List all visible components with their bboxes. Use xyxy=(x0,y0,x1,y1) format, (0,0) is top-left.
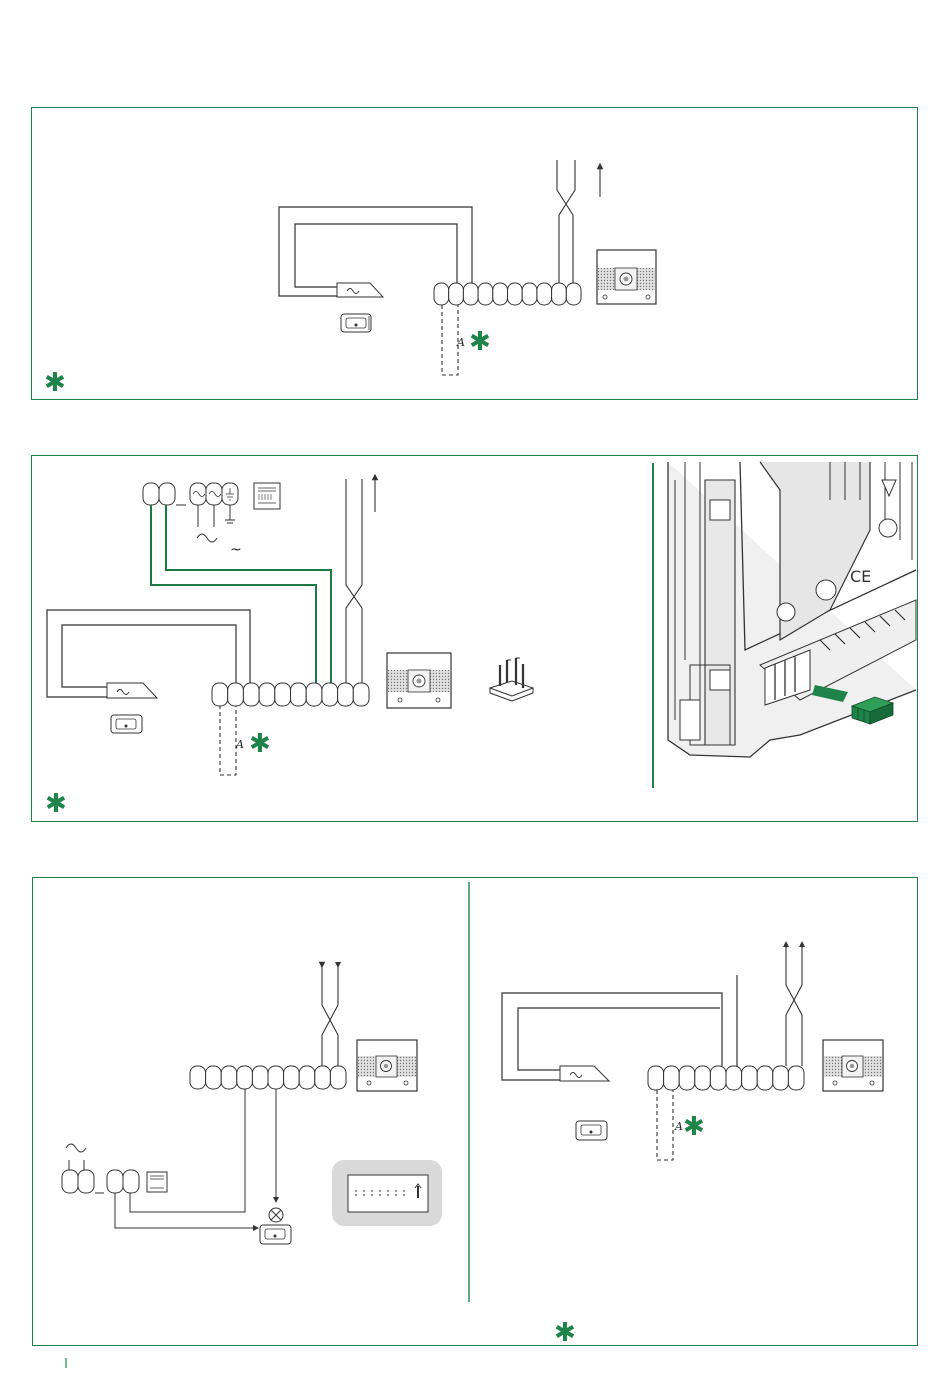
electric-strike-icon xyxy=(341,314,371,332)
camera-module-icon xyxy=(387,653,451,708)
camera-module-icon xyxy=(597,250,656,304)
terminal xyxy=(648,1066,664,1090)
power-terminal-block xyxy=(143,483,238,542)
terminal xyxy=(237,1066,253,1089)
note-asterisk: ✱ xyxy=(249,731,271,757)
supply-wire-green xyxy=(151,505,331,683)
note-asterisk: ✱ xyxy=(44,370,66,396)
terminal xyxy=(463,283,478,305)
camera-module-icon xyxy=(357,1040,417,1091)
terminal xyxy=(243,683,259,706)
ac-terminal-block xyxy=(62,1144,139,1193)
jumper-connector-icon xyxy=(490,658,533,701)
terminal xyxy=(566,283,581,305)
terminal xyxy=(322,683,338,706)
terminal xyxy=(268,1066,284,1089)
electric-strike-icon xyxy=(576,1121,607,1140)
optional-dashed-wire-2 xyxy=(220,705,236,775)
panel-3-frame xyxy=(33,878,918,1346)
terminal xyxy=(773,1066,789,1090)
terminal xyxy=(275,683,291,706)
terminal xyxy=(537,283,552,305)
electric-strike-icon xyxy=(111,715,142,733)
terminal xyxy=(190,1066,206,1089)
terminal xyxy=(330,1066,346,1089)
bus-twisted-pair-2 xyxy=(346,479,362,683)
ac-tilde-label: ~ xyxy=(230,542,242,558)
terminal xyxy=(315,1066,331,1089)
terminal xyxy=(212,683,228,706)
terminal xyxy=(552,283,567,305)
note-asterisk: ✱ xyxy=(45,791,67,817)
terminal xyxy=(252,1066,268,1089)
terminal xyxy=(695,1066,711,1090)
lamp-lock-wires xyxy=(115,1089,276,1228)
terminal xyxy=(353,683,369,706)
terminal xyxy=(306,683,322,706)
terminal xyxy=(259,683,275,706)
note-asterisk: ✱ xyxy=(469,329,491,355)
note-asterisk: ✱ xyxy=(683,1114,705,1140)
terminal xyxy=(710,1066,726,1090)
terminal-strip xyxy=(212,683,369,706)
door-lock-icon xyxy=(337,283,383,297)
device-illustration: CE xyxy=(660,461,916,788)
terminal xyxy=(664,1066,680,1090)
note-asterisk: ✱ xyxy=(554,1320,576,1346)
terminal xyxy=(726,1066,742,1090)
terminal xyxy=(522,283,537,305)
lock-marker-label: A xyxy=(457,336,465,349)
lamp-icon xyxy=(269,1208,283,1222)
terminal xyxy=(299,1066,315,1089)
terminal xyxy=(228,683,244,706)
terminal xyxy=(206,1066,222,1089)
terminal xyxy=(449,283,464,305)
terminal xyxy=(434,283,449,305)
electric-strike-icon xyxy=(260,1225,291,1244)
bus-twisted-pair-3a xyxy=(322,965,338,1066)
terminal xyxy=(788,1066,804,1090)
bus-twisted-pair-3b xyxy=(786,945,802,1066)
panel-2: CE xyxy=(32,456,918,822)
terminal xyxy=(757,1066,773,1090)
optional-dashed-wire xyxy=(442,305,458,375)
terminal xyxy=(679,1066,695,1090)
optional-dashed-wire-3 xyxy=(657,1090,673,1160)
terminal xyxy=(284,1066,300,1089)
power-supply-icon xyxy=(254,483,280,509)
power-supply-icon xyxy=(147,1172,167,1192)
camera-module-icon xyxy=(823,1040,883,1091)
terminal-strip xyxy=(434,283,581,305)
lock-wire-loop-3 xyxy=(502,975,737,1080)
door-lock-icon xyxy=(107,683,157,698)
lock-marker-label: A xyxy=(675,1120,683,1133)
terminal xyxy=(742,1066,758,1090)
terminal xyxy=(478,283,493,305)
bus-twisted-pair xyxy=(557,160,575,284)
door-lock-icon xyxy=(560,1066,609,1081)
svg-text:CE: CE xyxy=(850,567,871,586)
panel-3 xyxy=(33,878,918,1346)
lock-marker-label: A xyxy=(236,738,244,751)
terminal xyxy=(493,283,508,305)
terminal xyxy=(291,683,307,706)
terminal xyxy=(508,283,523,305)
terminal-strip xyxy=(648,1066,804,1090)
terminal-strip xyxy=(190,1066,346,1089)
dip-switch-icon xyxy=(332,1160,442,1226)
terminal xyxy=(338,683,354,706)
terminal xyxy=(221,1066,237,1089)
